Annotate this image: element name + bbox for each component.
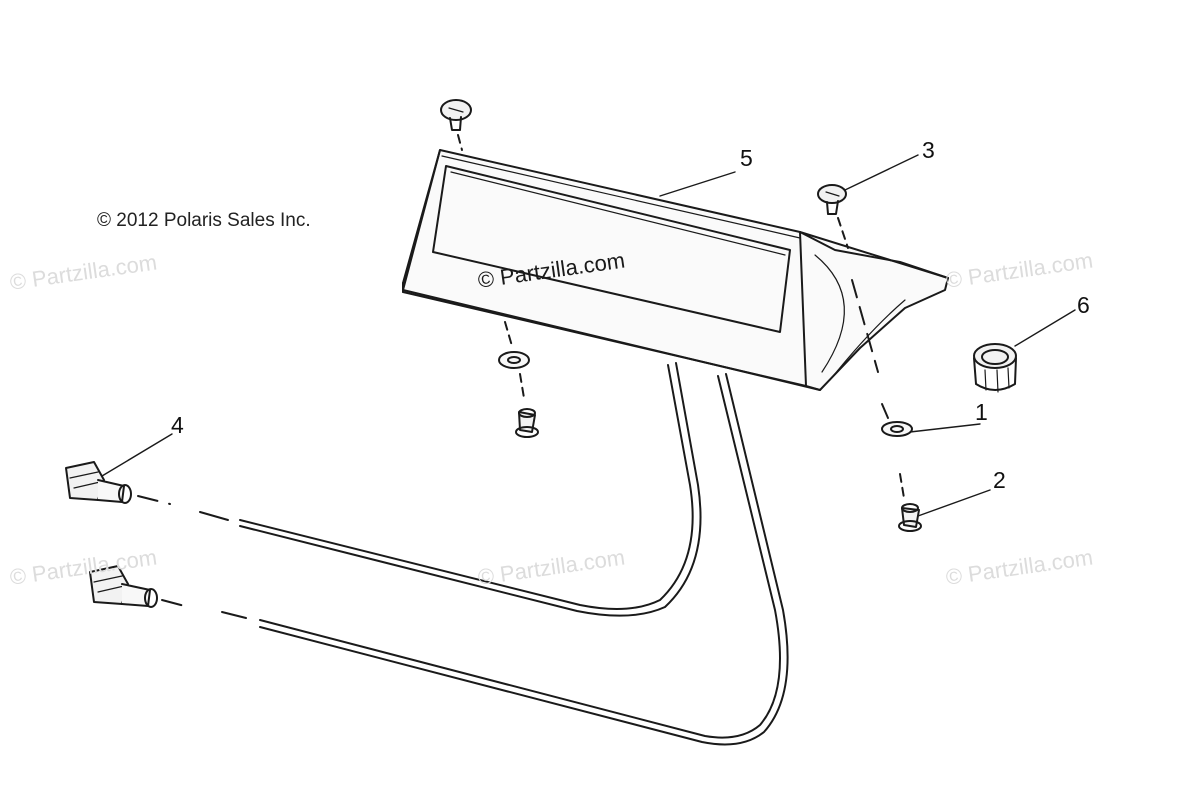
grommet	[973, 343, 1017, 393]
callout-2: 2	[993, 467, 1006, 493]
screw-right	[817, 184, 849, 249]
callout-1: 1	[975, 399, 988, 425]
callout-5: 5	[740, 145, 753, 171]
wire-harness-lower	[259, 373, 789, 746]
callout-3: 3	[922, 137, 935, 163]
right-fastener	[851, 279, 922, 532]
connector-upper	[65, 461, 229, 521]
center-fastener	[498, 321, 539, 438]
screw-left	[440, 99, 472, 151]
connector-lower	[89, 565, 247, 619]
wire-harness-upper	[239, 362, 702, 617]
callout-4: 4	[171, 412, 184, 438]
callout-6: 6	[1077, 292, 1090, 318]
lamp-housing	[402, 149, 949, 391]
copyright-notice: © 2012 Polaris Sales Inc.	[97, 210, 311, 231]
leader-lines	[101, 154, 1076, 517]
